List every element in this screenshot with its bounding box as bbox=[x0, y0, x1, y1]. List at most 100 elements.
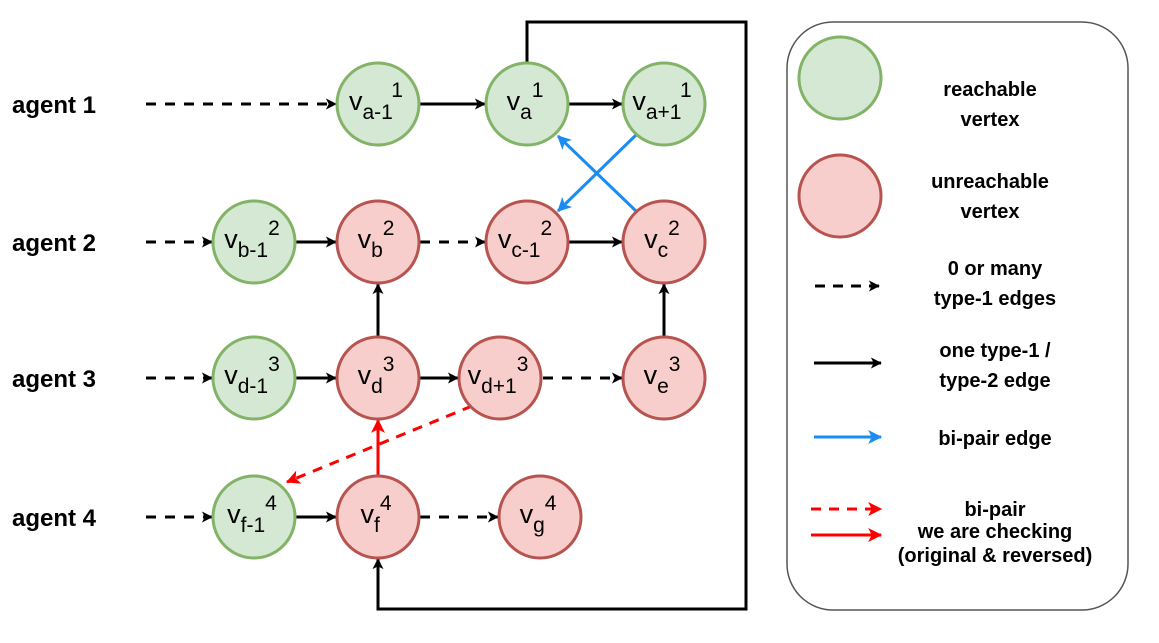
vertex-label: vb-12 bbox=[224, 217, 280, 262]
legend-bipair-line1: bi-pair edge bbox=[938, 428, 1051, 450]
vertex-label-superscript: 2 bbox=[668, 217, 680, 240]
vertex-label-superscript: 4 bbox=[380, 492, 392, 515]
vertex-label-subscript: b-1 bbox=[238, 239, 268, 262]
agent-label-4: agent 4 bbox=[12, 505, 97, 532]
vertex-vc_2: vc2 bbox=[621, 199, 707, 285]
legend-many-edges-line1: 0 or many bbox=[948, 258, 1043, 280]
legend-one-edge-line1: one type-1 / bbox=[939, 340, 1051, 362]
loop-edge-va1-to-vf4 bbox=[372, 20, 748, 611]
legend-reachable-swatch bbox=[797, 35, 883, 121]
reachable-vertex-circle bbox=[211, 199, 297, 285]
vertex-vb_2: vb2 bbox=[335, 199, 421, 285]
legend-many-edges-line2: type-1 edges bbox=[934, 288, 1056, 310]
vertex-label-subscript: a-1 bbox=[363, 101, 393, 124]
checking-edge-reversed-vd+1-vf-1 bbox=[285, 404, 473, 484]
vertex-vg_4: vg4 bbox=[497, 474, 583, 560]
vertex-label: vd3 bbox=[358, 353, 395, 398]
vertex-label-base: v bbox=[632, 86, 646, 116]
reachable-vertex-circle bbox=[484, 61, 570, 147]
solid-edges bbox=[296, 98, 670, 523]
vertex-ve_3: ve3 bbox=[621, 335, 707, 421]
vertex-label-base: v bbox=[644, 224, 658, 254]
unreachable-vertex-circle bbox=[457, 335, 543, 421]
vertex-label-base: v bbox=[644, 360, 658, 390]
vertex-vf-1_4: vf-14 bbox=[211, 474, 297, 560]
vertex-label: vb2 bbox=[358, 217, 395, 262]
vertex-label: vc2 bbox=[644, 217, 680, 262]
legend-reachable-line1: reachable bbox=[943, 79, 1036, 101]
vertex-label-superscript: 2 bbox=[268, 217, 280, 240]
vertex-label-subscript: b bbox=[371, 239, 383, 262]
legend-checking-line3: (original & reversed) bbox=[898, 545, 1093, 567]
reachable-vertex-circle bbox=[211, 335, 297, 421]
unreachable-vertex-circle bbox=[335, 199, 421, 285]
vertex-label-subscript: a+1 bbox=[646, 101, 681, 124]
vertex-label: vg4 bbox=[520, 492, 557, 537]
vertex-label-subscript: c-1 bbox=[511, 239, 540, 262]
vertex-label-subscript: d-1 bbox=[238, 375, 268, 398]
legend-checking-line1: bi-pair bbox=[964, 499, 1025, 521]
vertex-vb-1_2: vb-12 bbox=[211, 199, 297, 285]
vertex-label-superscript: 2 bbox=[541, 217, 553, 240]
unreachable-vertex-circle bbox=[497, 474, 583, 560]
vertex-label-superscript: 1 bbox=[532, 79, 544, 102]
bipair-edges bbox=[556, 133, 638, 213]
vertex-vc-1_2: vc-12 bbox=[484, 199, 570, 285]
vertex-label: vd+13 bbox=[468, 353, 529, 398]
vertex-label-superscript: 3 bbox=[669, 353, 681, 376]
reachable-vertex-circle bbox=[621, 61, 707, 147]
vertex-label-subscript: d bbox=[371, 375, 383, 398]
bipair-edge-va+1-vc-1 bbox=[556, 133, 638, 213]
vertex-label-subscript: e bbox=[657, 375, 669, 398]
vertex-label-subscript: c bbox=[658, 239, 669, 262]
vertex-label: va1 bbox=[507, 79, 544, 124]
vertex-label-base: v bbox=[468, 360, 482, 390]
vertex-label-base: v bbox=[227, 499, 241, 529]
vertex-label-base: v bbox=[358, 224, 372, 254]
vertex-label-superscript: 3 bbox=[383, 353, 395, 376]
checking-edges bbox=[285, 404, 473, 484]
vertex-label-subscript: d+1 bbox=[481, 375, 517, 398]
dashed-edges bbox=[146, 98, 623, 523]
vertex-label-base: v bbox=[224, 360, 238, 390]
vertex-vd+1_3: vd+13 bbox=[457, 335, 543, 421]
vertex-label-superscript: 3 bbox=[517, 353, 529, 376]
vertex-label-base: v bbox=[507, 86, 521, 116]
reachable-vertex-circle bbox=[211, 474, 297, 560]
agent-label-2: agent 2 bbox=[12, 230, 96, 257]
vertex-label-subscript: a bbox=[520, 101, 532, 124]
unreachable-vertex-circle bbox=[621, 335, 707, 421]
vertex-vd-1_3: vd-13 bbox=[211, 335, 297, 421]
vertex-label: vc-12 bbox=[498, 217, 552, 262]
vertex-label: va+11 bbox=[632, 79, 691, 124]
vertex-label: vf4 bbox=[360, 492, 391, 537]
unreachable-vertex-circle bbox=[335, 335, 421, 421]
vertex-label-superscript: 4 bbox=[545, 492, 557, 515]
vertex-label: va-11 bbox=[349, 79, 403, 124]
agent-label-1: agent 1 bbox=[12, 92, 96, 119]
unreachable-vertex-circle bbox=[484, 199, 570, 285]
vertex-label-base: v bbox=[520, 499, 534, 529]
vertex-label-subscript: f-1 bbox=[241, 514, 266, 537]
vertex-label: vd-13 bbox=[224, 353, 280, 398]
vertex-label-base: v bbox=[498, 224, 512, 254]
vertex-label: ve3 bbox=[644, 353, 681, 398]
vertex-label-subscript: f bbox=[374, 514, 380, 537]
vertex-vf_4: vf4 bbox=[335, 474, 421, 560]
legend-unreachable-line2: vertex bbox=[961, 201, 1020, 223]
vertex-label-superscript: 2 bbox=[383, 217, 395, 240]
reachable-vertex-circle bbox=[335, 61, 421, 147]
vertex-label-base: v bbox=[224, 224, 238, 254]
vertex-label-base: v bbox=[349, 86, 363, 116]
vertex-va-1_1: va-11 bbox=[335, 61, 421, 147]
vertex-label: vf-14 bbox=[227, 492, 277, 537]
agent-label-3: agent 3 bbox=[12, 366, 96, 393]
vertex-label-superscript: 3 bbox=[268, 353, 280, 376]
legend-unreachable-swatch bbox=[797, 153, 883, 239]
unreachable-vertex-circle bbox=[621, 199, 707, 285]
legend-unreachable-line1: unreachable bbox=[931, 171, 1049, 193]
vertex-label-superscript: 1 bbox=[680, 79, 692, 102]
vertex-label-superscript: 4 bbox=[265, 492, 277, 515]
vertex-label-subscript: g bbox=[533, 514, 545, 537]
